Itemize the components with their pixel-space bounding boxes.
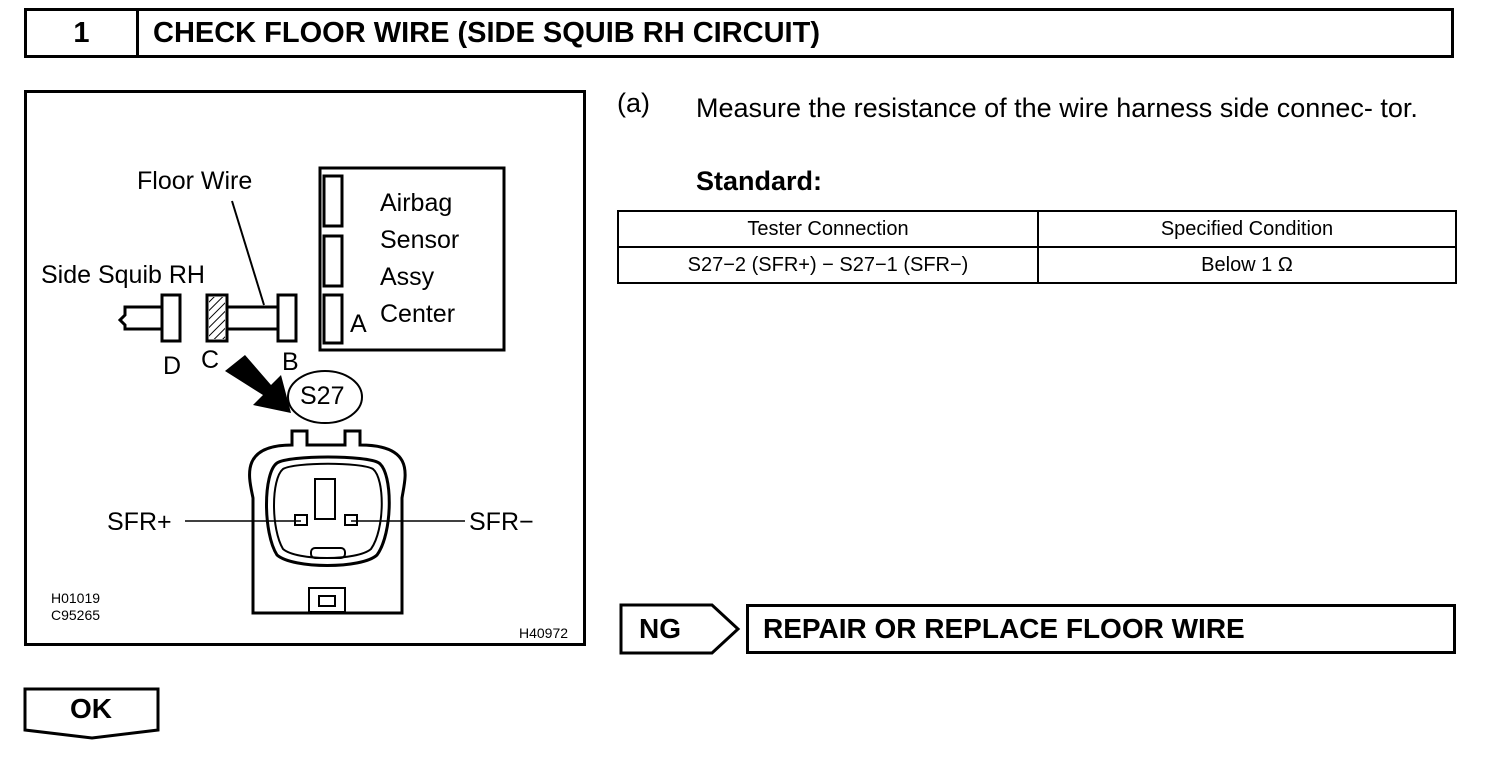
connector-inner-ring xyxy=(265,455,391,567)
connector-c-hatch xyxy=(209,297,225,339)
figure-code-2: C95265 xyxy=(51,607,101,623)
ok-label: OK xyxy=(70,693,112,724)
airbag-sensor-box xyxy=(318,166,506,352)
connector-inner-ring-2 xyxy=(273,462,383,559)
connector-b-label: B xyxy=(282,348,299,376)
step-number: 1 xyxy=(27,11,139,55)
connector-c xyxy=(205,293,229,343)
cell-tester-connection: S27−2 (SFR+) − S27−1 (SFR−) xyxy=(617,246,1039,284)
floor-wire-leader xyxy=(231,200,265,306)
step-title: CHECK FLOOR WIRE (SIDE SQUIB RH CIRCUIT) xyxy=(153,16,820,49)
terminal-2 xyxy=(344,514,358,526)
spec-table: Tester Connection Specified Condition S2… xyxy=(617,210,1457,284)
header-specified-condition: Specified Condition xyxy=(1037,210,1457,248)
terminal-1 xyxy=(294,514,308,526)
ok-arrow-shape xyxy=(23,687,160,740)
floor-wire-label: Floor Wire xyxy=(137,167,253,195)
pointing-arrow xyxy=(225,355,291,413)
airbag-label-3: Assy xyxy=(380,263,435,291)
ng-action-box: REPAIR OR REPLACE FLOOR WIRE xyxy=(746,604,1456,654)
connector-id-callout xyxy=(287,370,363,424)
ng-arrow-shape xyxy=(619,603,741,655)
header-tester-connection: Tester Connection xyxy=(617,210,1039,248)
airbag-label-1: Airbag xyxy=(380,189,453,217)
step-header: 1 CHECK FLOOR WIRE (SIDE SQUIB RH CIRCUI… xyxy=(24,8,1454,58)
sensor-slot-1 xyxy=(322,174,344,228)
standard-label: Standard: xyxy=(696,166,823,196)
connector-key xyxy=(314,478,336,520)
connector-latch-tab xyxy=(318,595,336,607)
side-squib-label: Side Squib RH xyxy=(41,261,205,289)
cell-specified-condition: Below 1 Ω xyxy=(1037,246,1457,284)
connector-c-label: C xyxy=(201,346,220,374)
table-row: S27−2 (SFR+) − S27−1 (SFR−) Below 1 Ω xyxy=(617,246,1457,284)
airbag-label-4: Center xyxy=(380,300,456,328)
connector-diagram xyxy=(117,166,506,615)
instruction-text: Measure the resistance of the wire harne… xyxy=(696,93,1418,123)
figure-code-1: H01019 xyxy=(51,590,101,606)
connector-b xyxy=(276,293,298,343)
table-header-row: Tester Connection Specified Condition xyxy=(617,210,1457,248)
sfr-plus-label: SFR+ xyxy=(107,508,172,536)
sensor-slot-2 xyxy=(322,234,344,288)
connector-latch xyxy=(308,587,346,613)
ng-label: NG xyxy=(639,613,681,644)
side-squib-body xyxy=(117,305,162,331)
connector-housing xyxy=(248,429,407,615)
connector-slot xyxy=(310,547,346,559)
connector-d xyxy=(160,293,182,343)
figure-code-3: H40972 xyxy=(519,625,569,641)
connector-a-label: A xyxy=(350,310,367,338)
sfr-minus-label: SFR− xyxy=(469,508,534,536)
sensor-slot-3 xyxy=(322,293,344,345)
wiring-figure: Floor Wire Side Squib RH Airbag Sensor A… xyxy=(24,90,586,646)
step-label: (a) xyxy=(617,88,650,118)
connector-id-label: S27 xyxy=(300,382,345,410)
airbag-label-2: Sensor xyxy=(380,226,460,254)
connector-d-label: D xyxy=(163,352,182,380)
floor-wire-body xyxy=(225,305,280,331)
